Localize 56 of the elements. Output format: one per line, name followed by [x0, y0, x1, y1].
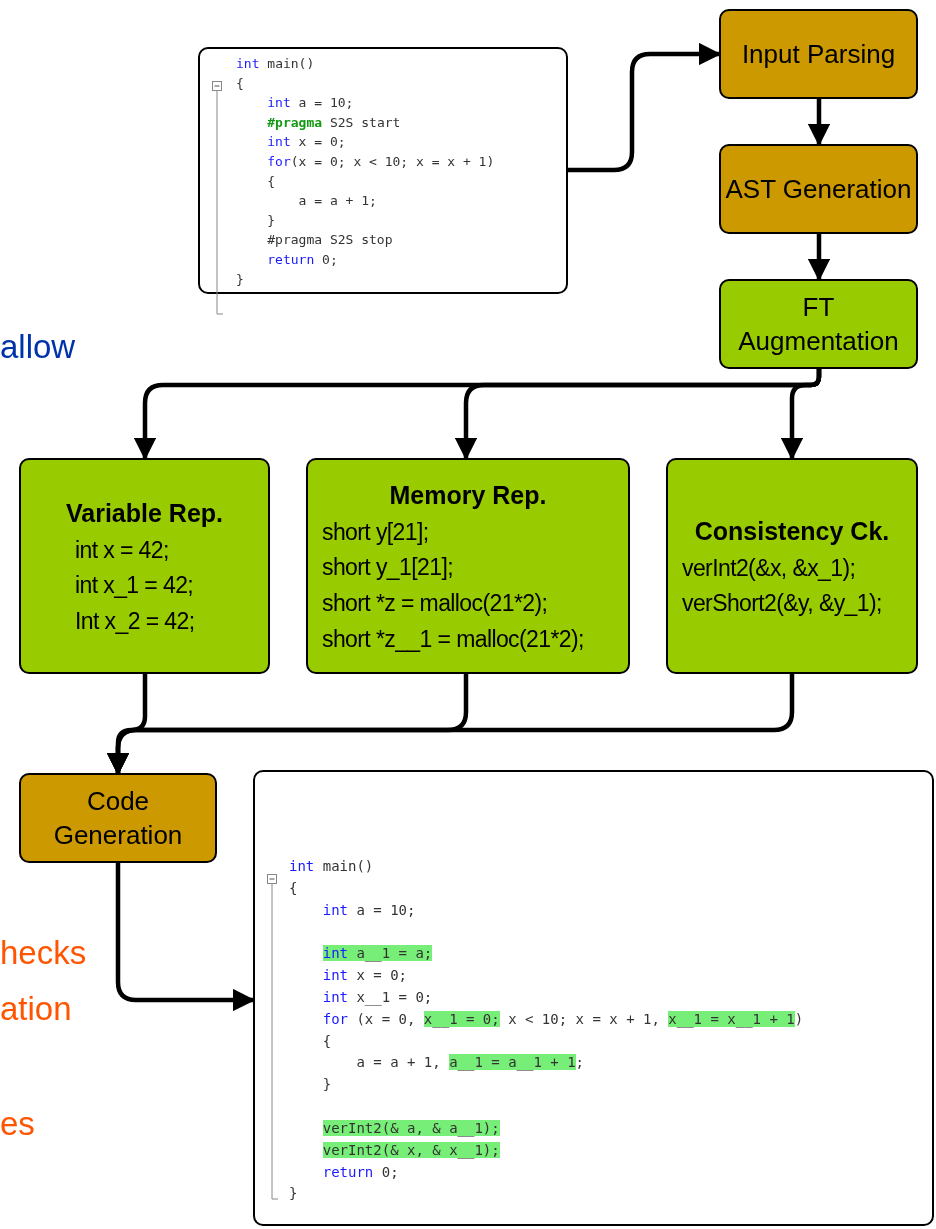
- code-line: return 0;: [267, 250, 338, 269]
- stage-heading: Memory Rep.: [389, 480, 547, 511]
- code-line: int a = 10;: [322, 900, 416, 920]
- code-line: {: [322, 1031, 332, 1051]
- code-line: }: [289, 1184, 298, 1204]
- stage-box: [306, 458, 630, 674]
- code-text: verInt2(&x, &x_1);: [682, 553, 856, 583]
- code-text: short *z__1 = malloc(21*2);: [322, 624, 584, 654]
- process-label: FT Augmentation: [737, 290, 900, 358]
- code-line: int main(): [289, 857, 374, 876]
- code-panel: [253, 770, 934, 1226]
- code-line: {: [267, 172, 276, 191]
- code-text: Int x_2 = 42;: [75, 607, 195, 637]
- process-box: [19, 773, 217, 863]
- code-line: }: [236, 270, 244, 289]
- code-text: int x_1 = 42;: [75, 571, 194, 601]
- code-line: a = a + 1, a__1 = a__1 + 1;: [356, 1053, 584, 1073]
- process-box: [719, 279, 918, 369]
- code-line: a = a + 1;: [298, 192, 377, 211]
- code-line: {: [236, 74, 244, 93]
- side-note: hecks: [0, 934, 87, 972]
- code-line: int x = 0;: [322, 966, 407, 986]
- code-text: verShort2(&y, &y_1);: [682, 589, 882, 619]
- process-label: AST Generation: [725, 172, 912, 206]
- arrow: [106, 674, 795, 776]
- code-line: int x__1 = 0;: [322, 988, 433, 1008]
- code-line: #pragma S2S stop: [267, 231, 393, 250]
- stage-box: [19, 458, 270, 674]
- code-line: for (x = 0, x__1 = 0; x < 10; x = x + 1, x__1 = x__1 + 1): [322, 1009, 804, 1030]
- stage-heading: Variable Rep.: [66, 498, 223, 529]
- code-line: return 0;: [322, 1162, 399, 1182]
- stage-box: [666, 458, 918, 674]
- code-text: short y_1[21];: [322, 553, 453, 583]
- code-line: #pragma S2S start: [267, 113, 401, 132]
- code-line: }: [267, 211, 276, 230]
- process-box: [719, 9, 918, 99]
- side-note: es: [0, 1105, 35, 1143]
- code-line: int x = 0;: [267, 133, 346, 152]
- code-line: }: [322, 1075, 332, 1095]
- process-label: Code Generation: [52, 784, 184, 852]
- process-box: [719, 144, 918, 234]
- code-line: {: [289, 878, 298, 898]
- side-note: ation: [0, 990, 72, 1028]
- code-text: short *z = malloc(21*2);: [322, 589, 548, 619]
- code-text: int x = 42;: [75, 535, 169, 565]
- code-line: for(x = 0; x < 10; x = x + 1): [267, 152, 495, 171]
- arrow: [780, 369, 822, 461]
- side-note: allow: [0, 328, 76, 366]
- arrow: [807, 234, 831, 282]
- code-line: int main(): [236, 55, 315, 73]
- arrow: [807, 99, 831, 147]
- code-line: int a__1 = a;: [322, 944, 433, 964]
- stage-heading: Consistency Ck.: [694, 516, 890, 547]
- code-text: short y[21];: [322, 517, 429, 547]
- process-label: Input Parsing: [741, 37, 896, 71]
- code-line: int a = 10;: [267, 94, 354, 113]
